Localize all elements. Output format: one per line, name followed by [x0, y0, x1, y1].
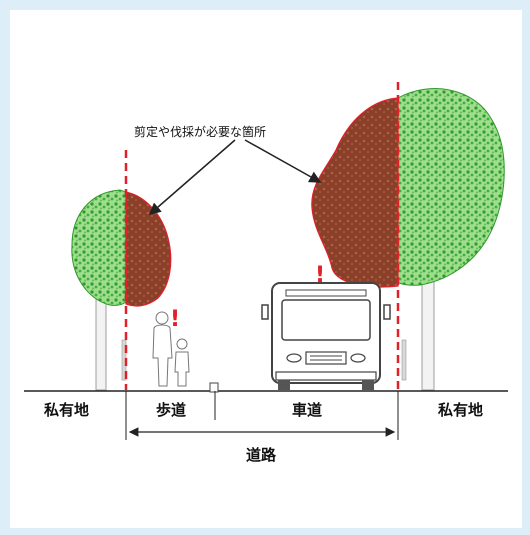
left-tree — [71, 189, 172, 391]
private-land-left-label: 私有地 — [43, 401, 89, 419]
left-tree-trunk — [95, 289, 107, 391]
private-land-right-label: 私有地 — [437, 401, 483, 419]
pedestrian-warning-icon: ! — [170, 307, 180, 332]
bus-icon — [261, 282, 391, 390]
right-wall — [401, 339, 407, 381]
right-tree-canopy — [397, 88, 505, 286]
curb — [209, 382, 219, 393]
road-label: 道路 — [246, 446, 277, 464]
right-tree — [311, 88, 505, 391]
pointer-right — [244, 139, 322, 183]
right-tree-trunk — [421, 279, 435, 391]
road-tree-diagram: ! ! 剪定や伐採が必要な箇所 私有地 歩道 車道 私有地 道路 — [24, 82, 508, 464]
roadway-label: 車道 — [292, 401, 322, 419]
annotation-label: 剪定や伐採が必要な箇所 — [134, 124, 266, 139]
pointer-left — [148, 139, 236, 215]
left-tree-canopy — [71, 189, 127, 306]
sidewalk-label: 歩道 — [156, 401, 186, 419]
right-tree-overgrowth — [311, 97, 399, 288]
bus-warning-icon: ! — [315, 263, 325, 288]
diagram-frame: ! ! 剪定や伐採が必要な箇所 私有地 歩道 車道 私有地 道路 — [10, 10, 522, 528]
left-tree-overgrowth — [125, 191, 172, 307]
pedestrians-icon — [152, 311, 190, 387]
